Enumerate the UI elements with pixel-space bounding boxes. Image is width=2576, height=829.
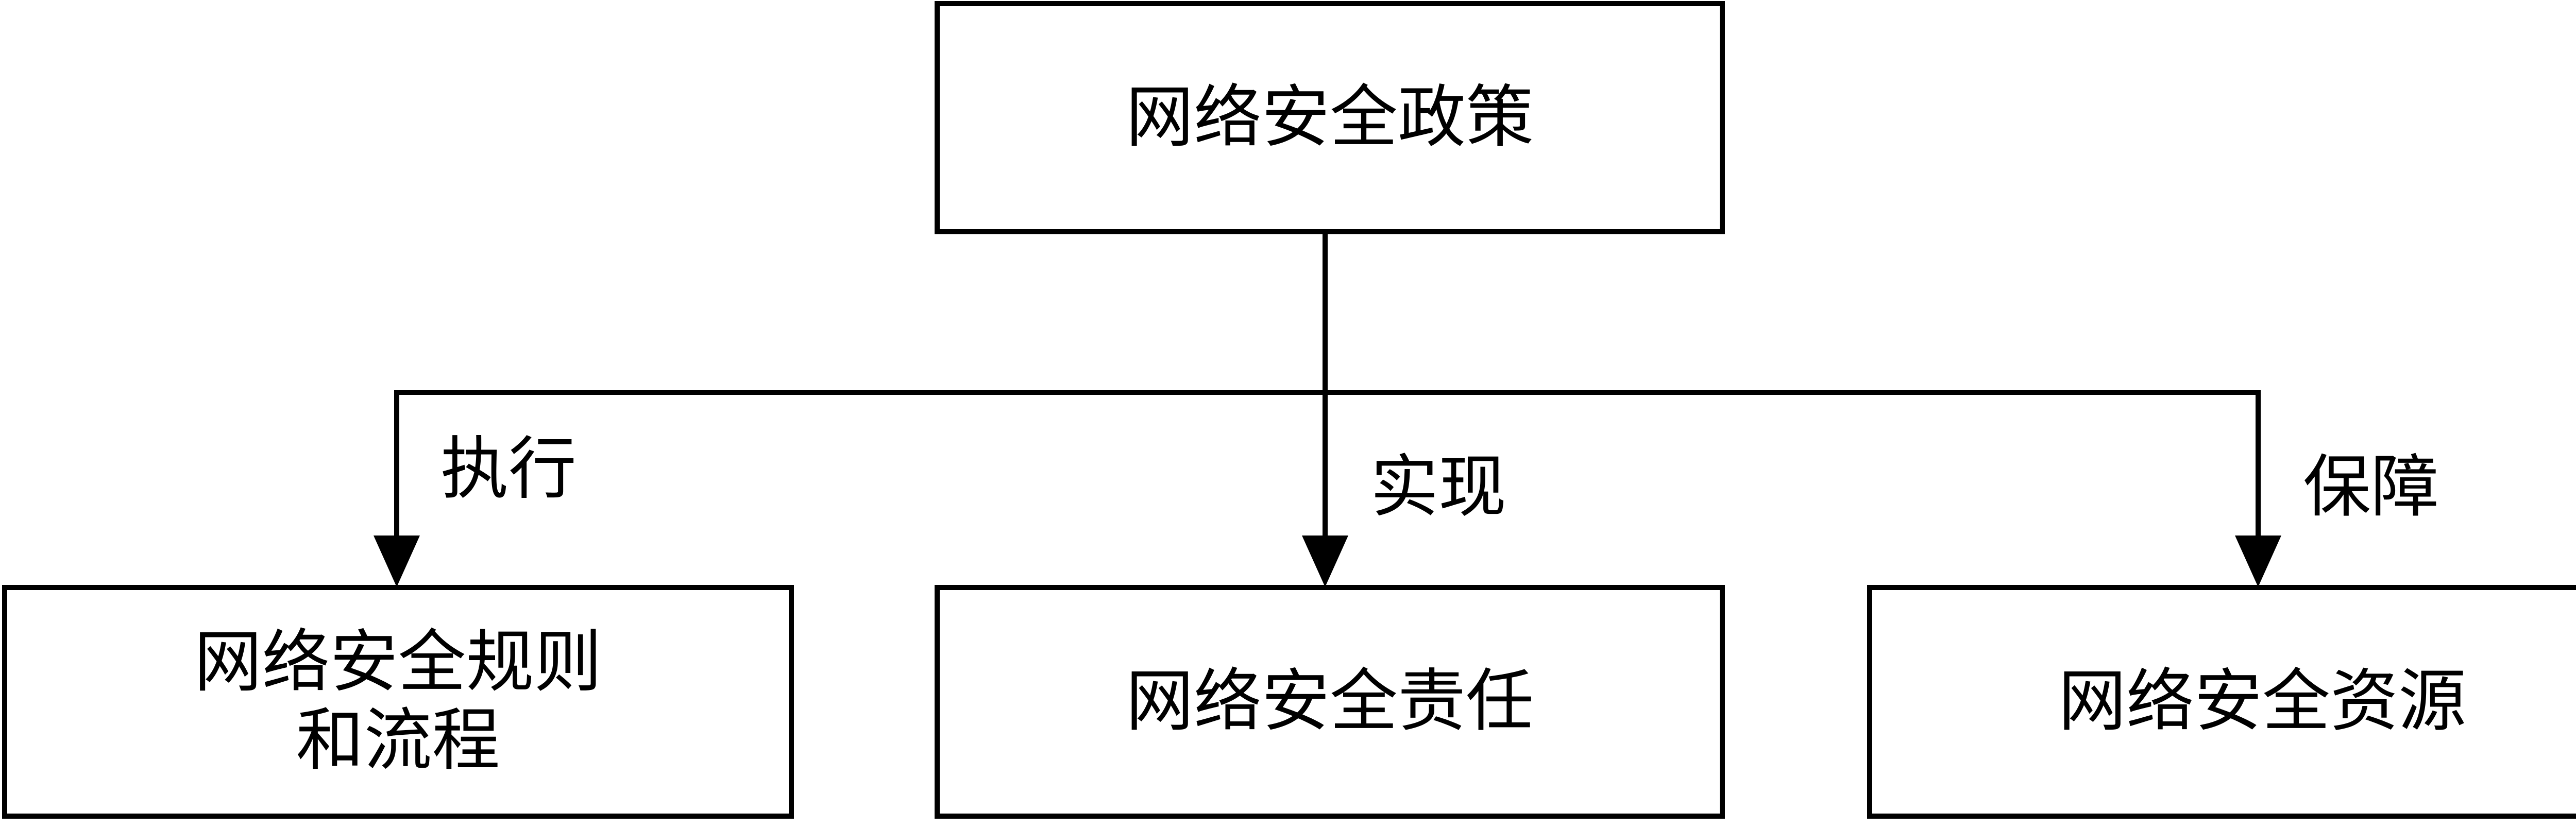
child-node-rules-label-line-2: 和流程 xyxy=(296,701,500,780)
child-node-responsibility: 网络安全责任 xyxy=(935,585,1725,819)
edge-label-guarantee: 保障 xyxy=(2303,447,2439,527)
arrowhead-execute-icon xyxy=(374,536,420,587)
child-node-resources-label: 网络安全资源 xyxy=(2058,662,2466,741)
child-node-resources: 网络安全资源 xyxy=(1867,585,2576,819)
child-node-rules-label-line-1: 网络安全规则 xyxy=(194,623,602,702)
child-node-responsibility-label: 网络安全责任 xyxy=(1126,662,1534,741)
root-node-label: 网络安全政策 xyxy=(1126,77,1534,157)
edge-label-execute: 执行 xyxy=(440,429,577,509)
root-node: 网络安全政策 xyxy=(935,1,1725,234)
arrowhead-realize-icon xyxy=(1302,536,1348,587)
arrowhead-guarantee-icon xyxy=(2235,536,2281,587)
child-node-rules: 网络安全规则 和流程 xyxy=(2,585,794,819)
edge-label-realize: 实现 xyxy=(1370,447,1506,527)
